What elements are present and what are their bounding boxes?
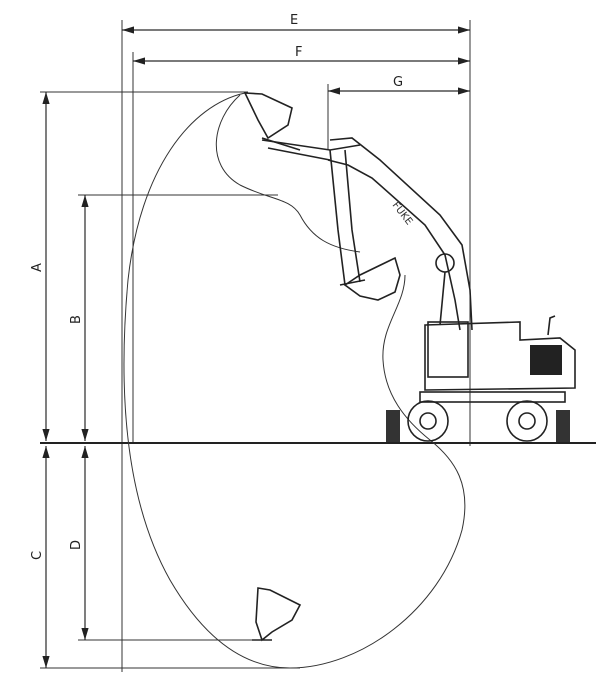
dimension-B: B xyxy=(69,195,89,441)
upper-body xyxy=(424,321,576,391)
arm xyxy=(329,149,366,286)
front-outrigger xyxy=(386,410,400,442)
rear-wheel xyxy=(506,400,548,442)
working-range-envelope xyxy=(123,92,466,669)
label-E: E xyxy=(290,13,298,28)
bucket xyxy=(343,256,401,301)
dimension-C: C xyxy=(30,446,50,668)
bucket-bottom-position xyxy=(252,587,302,642)
dimension-A: A xyxy=(30,92,50,441)
rear-outrigger xyxy=(556,410,570,442)
label-F: F xyxy=(295,45,302,60)
bucket-top-position xyxy=(243,92,301,151)
exhaust xyxy=(547,315,556,336)
cab xyxy=(427,321,469,378)
label-A: A xyxy=(30,263,45,272)
excavator: FUKE xyxy=(327,137,576,442)
engine-grille xyxy=(530,345,562,375)
label-C: C xyxy=(30,551,45,560)
boom xyxy=(327,137,473,331)
reference-lines xyxy=(40,20,596,672)
label-D: D xyxy=(69,540,84,550)
label-G: G xyxy=(393,75,403,90)
dimension-D: D xyxy=(69,446,89,640)
dimension-E: E xyxy=(122,13,470,34)
front-wheel xyxy=(407,400,449,442)
chassis xyxy=(419,391,566,403)
dimension-F: F xyxy=(133,45,470,65)
inner-reach-curve xyxy=(215,94,361,253)
dimension-G: G xyxy=(328,75,470,95)
brand-text: FUKE xyxy=(390,200,415,227)
label-B: B xyxy=(69,315,84,324)
